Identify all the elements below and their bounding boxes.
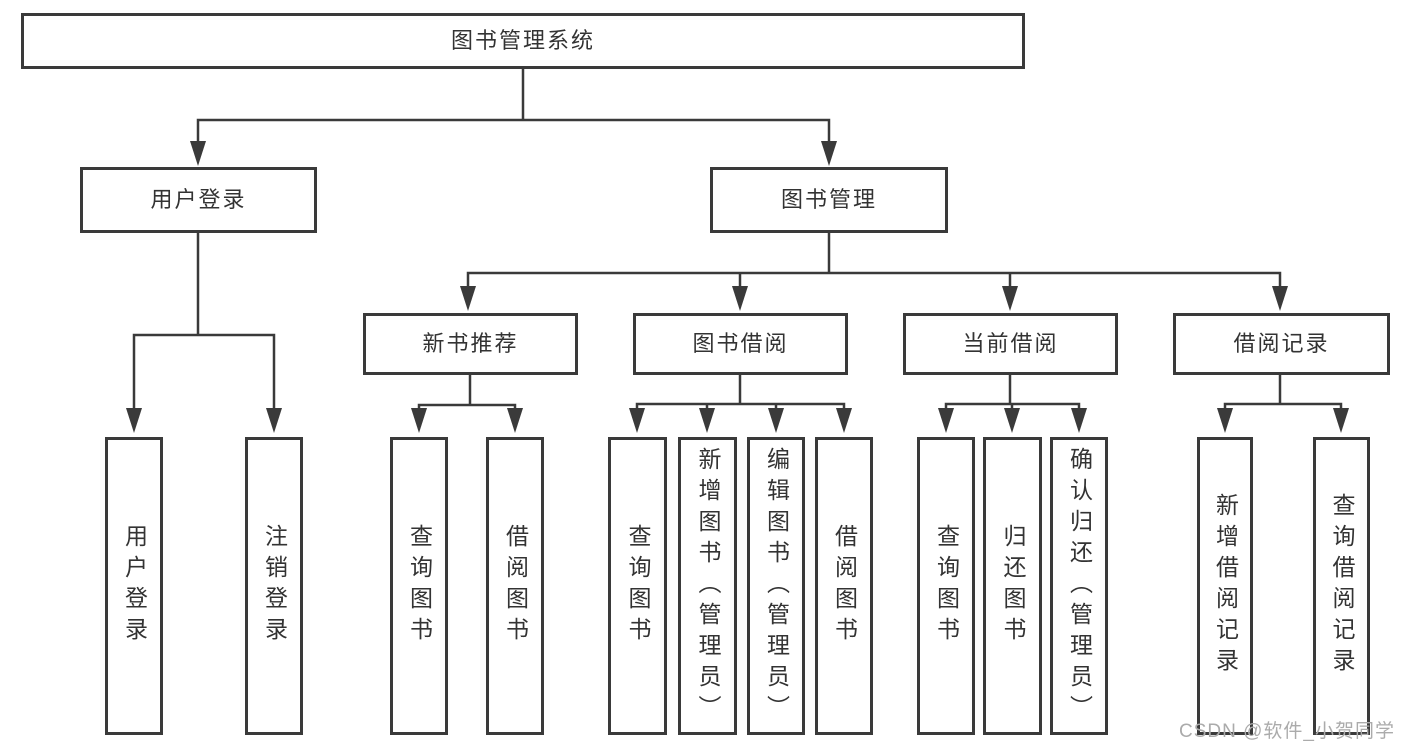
node-edit-book-admin: 编辑图书（管理员） <box>747 437 805 735</box>
node-user-login: 用户登录 <box>80 167 317 233</box>
node-query-books-current: 查询图书 <box>917 437 975 735</box>
node-new-book-recommendation: 新书推荐 <box>363 313 578 375</box>
node-borrow-books-recommend: 借阅图书 <box>486 437 544 735</box>
node-book-borrowing: 图书借阅 <box>633 313 848 375</box>
node-add-borrow-record: 新增借阅记录 <box>1197 437 1253 735</box>
node-confirm-return-admin: 确认归还（管理员） <box>1050 437 1108 735</box>
node-current-borrowing: 当前借阅 <box>903 313 1118 375</box>
node-add-book-admin: 新增图书（管理员） <box>678 437 737 735</box>
node-query-borrow-record: 查询借阅记录 <box>1313 437 1370 735</box>
node-return-books: 归还图书 <box>983 437 1042 735</box>
watermark-text: CSDN @软件_小贺同学 <box>1179 721 1395 742</box>
node-query-books-borrowing: 查询图书 <box>608 437 667 735</box>
node-query-books-recommend: 查询图书 <box>390 437 448 735</box>
arrowheads <box>126 141 1349 433</box>
node-logout: 注销登录 <box>245 437 303 735</box>
node-borrow-books-borrowing: 借阅图书 <box>815 437 873 735</box>
node-borrowing-records: 借阅记录 <box>1173 313 1390 375</box>
node-book-management: 图书管理 <box>710 167 948 233</box>
node-user-login-leaf: 用户登录 <box>105 437 163 735</box>
node-library-management-system: 图书管理系统 <box>21 13 1025 69</box>
